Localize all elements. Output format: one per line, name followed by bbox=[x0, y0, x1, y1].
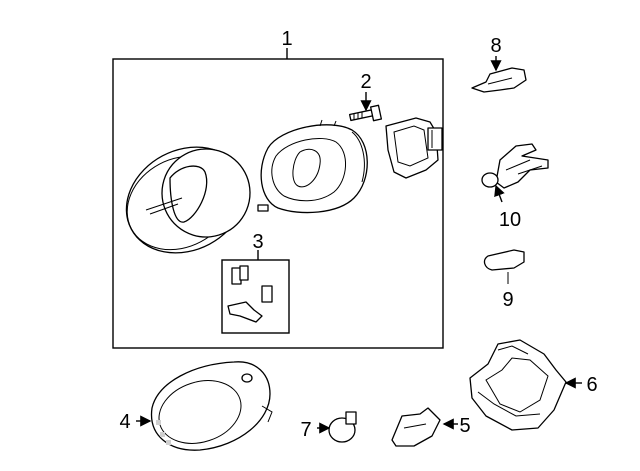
bolt-part bbox=[348, 92, 383, 122]
callout-1: 1 bbox=[281, 28, 292, 50]
callout-9: 9 bbox=[502, 289, 513, 311]
callout-10-leader bbox=[494, 184, 505, 203]
callout-4: 4 bbox=[119, 411, 130, 433]
callout-10: 10 bbox=[499, 209, 521, 231]
callout-6: 6 bbox=[586, 374, 597, 396]
assembly-frame bbox=[112, 58, 444, 349]
hardware-kit bbox=[221, 250, 290, 334]
fog-lamp-part bbox=[136, 361, 273, 451]
bulb-part bbox=[483, 249, 525, 284]
socket-part bbox=[385, 117, 443, 179]
callout-2: 2 bbox=[360, 71, 371, 93]
liner-part bbox=[469, 339, 582, 431]
bracket-part bbox=[391, 407, 458, 447]
callout-3: 3 bbox=[252, 231, 263, 253]
bulb-socket-part bbox=[481, 143, 549, 203]
headlamp-assembly-group bbox=[112, 48, 444, 349]
headlamp-lens bbox=[125, 146, 251, 254]
clip-part bbox=[471, 56, 527, 93]
callout-8: 8 bbox=[490, 35, 501, 57]
callout-5: 5 bbox=[459, 415, 470, 437]
callout-7: 7 bbox=[300, 419, 311, 441]
headlamp-housing bbox=[257, 119, 368, 214]
push-pin-part bbox=[317, 411, 357, 443]
